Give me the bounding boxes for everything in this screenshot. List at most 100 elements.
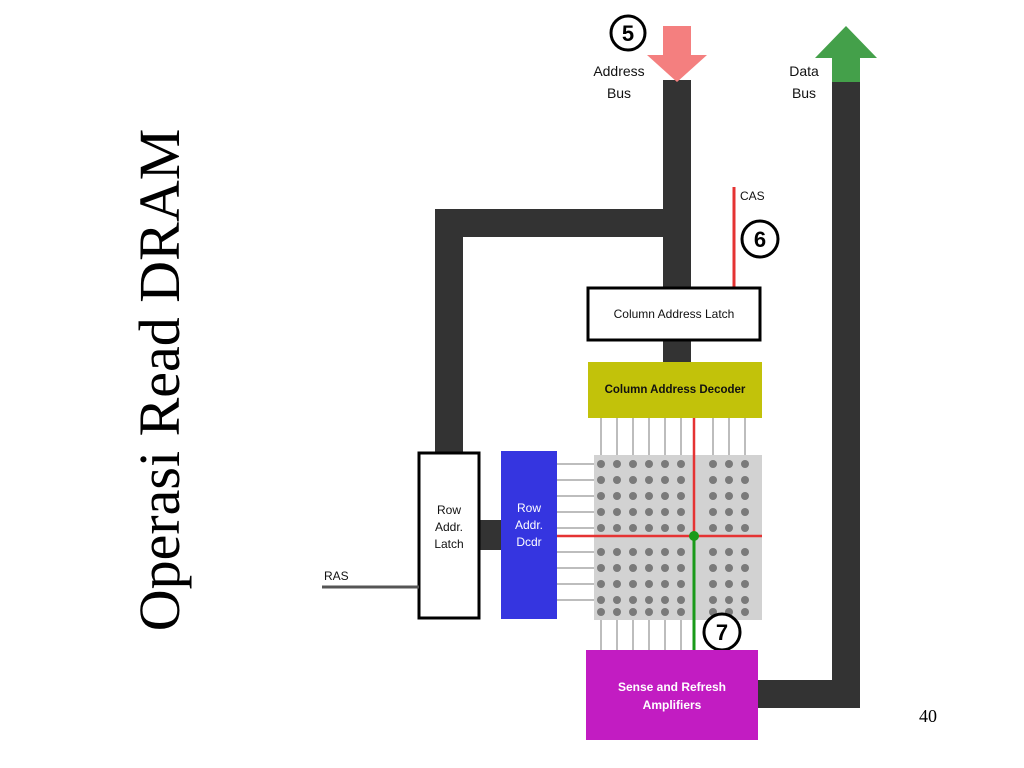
- memory-cell: [645, 596, 653, 604]
- memory-cell: [741, 548, 749, 556]
- memory-cell: [629, 460, 637, 468]
- memory-cell: [597, 564, 605, 572]
- memory-cell: [677, 476, 685, 484]
- address-bus-label-line1: Address: [593, 63, 644, 79]
- address-bus-label-line2: Bus: [607, 85, 631, 101]
- memory-cell: [597, 596, 605, 604]
- memory-cell: [725, 508, 733, 516]
- row-address-latch-label-line1: Row: [437, 503, 461, 517]
- memory-cell: [597, 476, 605, 484]
- row-address-decoder: [501, 451, 557, 619]
- column-address-decoder-label: Column Address Decoder: [605, 384, 746, 396]
- row-address-latch-label-line3: Latch: [434, 537, 463, 551]
- memory-cell: [677, 524, 685, 532]
- memory-cell: [613, 492, 621, 500]
- data-bus-label-line1: Data: [789, 63, 819, 79]
- memory-cell: [645, 476, 653, 484]
- memory-cell: [613, 476, 621, 484]
- memory-cell: [725, 476, 733, 484]
- memory-cell: [677, 564, 685, 572]
- memory-cell: [677, 460, 685, 468]
- memory-cell: [629, 580, 637, 588]
- memory-cell: [645, 580, 653, 588]
- memory-cell: [613, 580, 621, 588]
- memory-cell: [741, 596, 749, 604]
- memory-cell: [629, 524, 637, 532]
- latch-to-decoder-bus: [663, 340, 691, 364]
- memory-cell: [709, 548, 717, 556]
- memory-cell: [613, 460, 621, 468]
- step-7-number: 7: [716, 620, 728, 645]
- memory-cell: [661, 476, 669, 484]
- memory-cell: [709, 580, 717, 588]
- memory-cell: [597, 524, 605, 532]
- row-address-latch-label-line2: Addr.: [435, 520, 463, 534]
- memory-cell: [709, 596, 717, 604]
- memory-cell: [709, 476, 717, 484]
- memory-cell: [709, 460, 717, 468]
- memory-cell: [741, 476, 749, 484]
- memory-cell: [661, 524, 669, 532]
- memory-cell: [645, 564, 653, 572]
- memory-cell: [741, 524, 749, 532]
- address-bus-trunk: [663, 80, 691, 288]
- memory-cell: [661, 492, 669, 500]
- memory-cell: [661, 564, 669, 572]
- memory-cell: [661, 460, 669, 468]
- memory-cell: [597, 580, 605, 588]
- memory-cell: [661, 580, 669, 588]
- memory-cell: [677, 548, 685, 556]
- memory-cell: [741, 508, 749, 516]
- memory-cell: [645, 508, 653, 516]
- memory-cell: [741, 608, 749, 616]
- memory-cell: [725, 524, 733, 532]
- row-address-decoder-label-line1: Row: [517, 501, 541, 515]
- memory-cell: [725, 564, 733, 572]
- memory-cell: [613, 508, 621, 516]
- row-address-decoder-label-line2: Addr.: [515, 518, 543, 532]
- memory-cell: [741, 580, 749, 588]
- selected-cell-dot: [689, 531, 699, 541]
- memory-cell: [741, 564, 749, 572]
- data-bus-vertical: [832, 80, 860, 708]
- memory-cell: [629, 508, 637, 516]
- memory-cell: [629, 492, 637, 500]
- memory-cell: [645, 492, 653, 500]
- memory-cell: [677, 492, 685, 500]
- bit-lines-to-sense-amps: [600, 620, 682, 650]
- column-select-lines: [600, 418, 746, 455]
- step-6-number: 6: [754, 227, 766, 252]
- memory-cell: [645, 608, 653, 616]
- memory-cells: [597, 460, 749, 616]
- memory-cell: [597, 492, 605, 500]
- memory-cell: [661, 548, 669, 556]
- sense-refresh-amplifiers: [586, 650, 758, 740]
- memory-cell: [725, 580, 733, 588]
- memory-cell: [677, 608, 685, 616]
- address-bus-branch-horizontal: [435, 209, 691, 237]
- memory-cell: [661, 508, 669, 516]
- memory-cell: [725, 548, 733, 556]
- memory-cell: [725, 460, 733, 468]
- row-address-decoder-label-line3: Dcdr: [516, 535, 541, 549]
- memory-cell: [597, 460, 605, 468]
- memory-cell: [597, 508, 605, 516]
- sense-amplifiers-label-line1: Sense and Refresh: [618, 680, 726, 694]
- data-bus-arrow-icon: [815, 26, 877, 82]
- memory-cell: [709, 564, 717, 572]
- page-number: 40: [919, 706, 937, 726]
- memory-cell: [597, 608, 605, 616]
- memory-cell: [645, 548, 653, 556]
- data-bus-horizontal: [758, 680, 860, 708]
- column-address-latch: [586, 286, 762, 342]
- memory-cell: [677, 596, 685, 604]
- memory-cell: [613, 564, 621, 572]
- row-address-latch: [417, 451, 481, 620]
- memory-cell: [613, 596, 621, 604]
- memory-cell: [613, 608, 621, 616]
- memory-cell: [645, 524, 653, 532]
- data-bus-label-line2: Bus: [792, 85, 816, 101]
- memory-cell: [613, 524, 621, 532]
